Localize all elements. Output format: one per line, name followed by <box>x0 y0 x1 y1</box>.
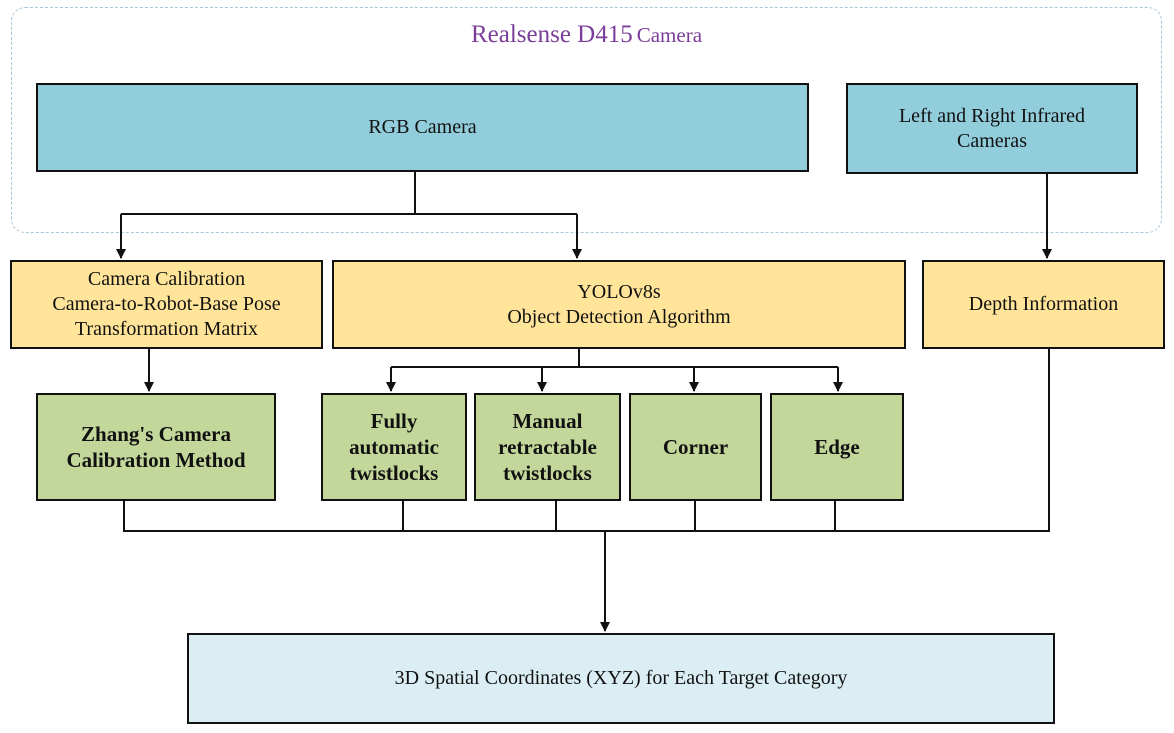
camera-model-label: Realsense D415 <box>470 21 633 48</box>
manual-retractable-twistlocks-box: Manual retractable twistlocks <box>474 393 621 501</box>
zhang-calibration-box: Zhang's Camera Calibration Method <box>36 393 276 501</box>
yolo-detection-box: YOLOv8s Object Detection Algorithm <box>332 260 906 349</box>
camera-calibration-box: Camera Calibration Camera-to-Robot-Base … <box>10 260 323 349</box>
camera-group-frame: Realsense D415 Camera <box>11 7 1162 233</box>
rgb-camera-box: RGB Camera <box>36 83 809 172</box>
fully-automatic-twistlocks-box: Fully automatic twistlocks <box>321 393 467 501</box>
infrared-cameras-box: Left and Right Infrared Cameras <box>846 83 1138 174</box>
edge-box: Edge <box>770 393 904 501</box>
spatial-coordinates-output-box: 3D Spatial Coordinates (XYZ) for Each Ta… <box>187 633 1055 724</box>
depth-information-box: Depth Information <box>922 260 1165 349</box>
camera-group-title: Realsense D415 Camera <box>12 21 1161 49</box>
corner-box: Corner <box>629 393 762 501</box>
camera-word-label: Camera <box>636 23 703 47</box>
